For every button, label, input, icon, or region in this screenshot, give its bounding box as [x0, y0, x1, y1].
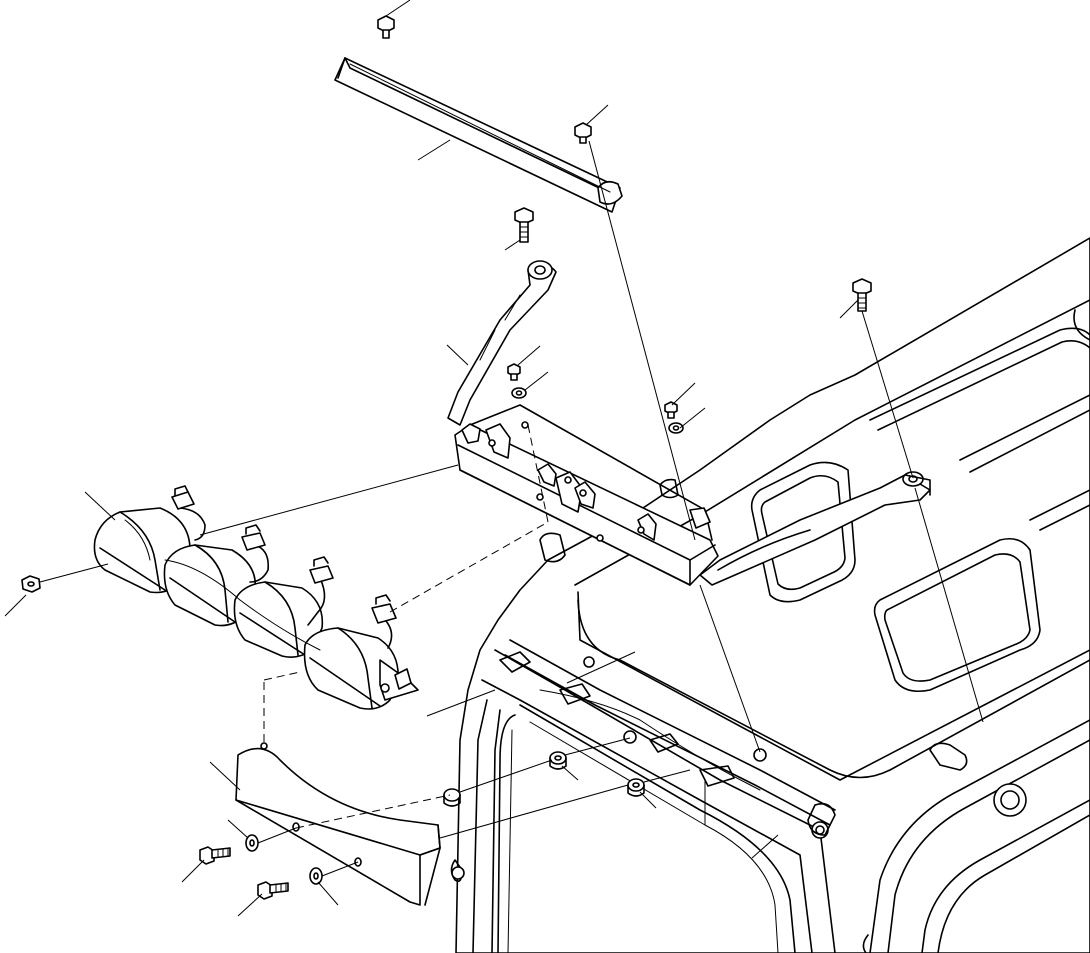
cab-roof-structure	[450, 237, 1090, 953]
assembly-guide-lines	[4, 0, 984, 917]
lamp-mount-bracket	[447, 260, 931, 586]
work-lamp-cluster	[93, 485, 419, 710]
side-cover-plate	[235, 742, 441, 906]
bolts-and-washers	[21, 15, 872, 900]
top-trim-strip	[334, 57, 623, 213]
